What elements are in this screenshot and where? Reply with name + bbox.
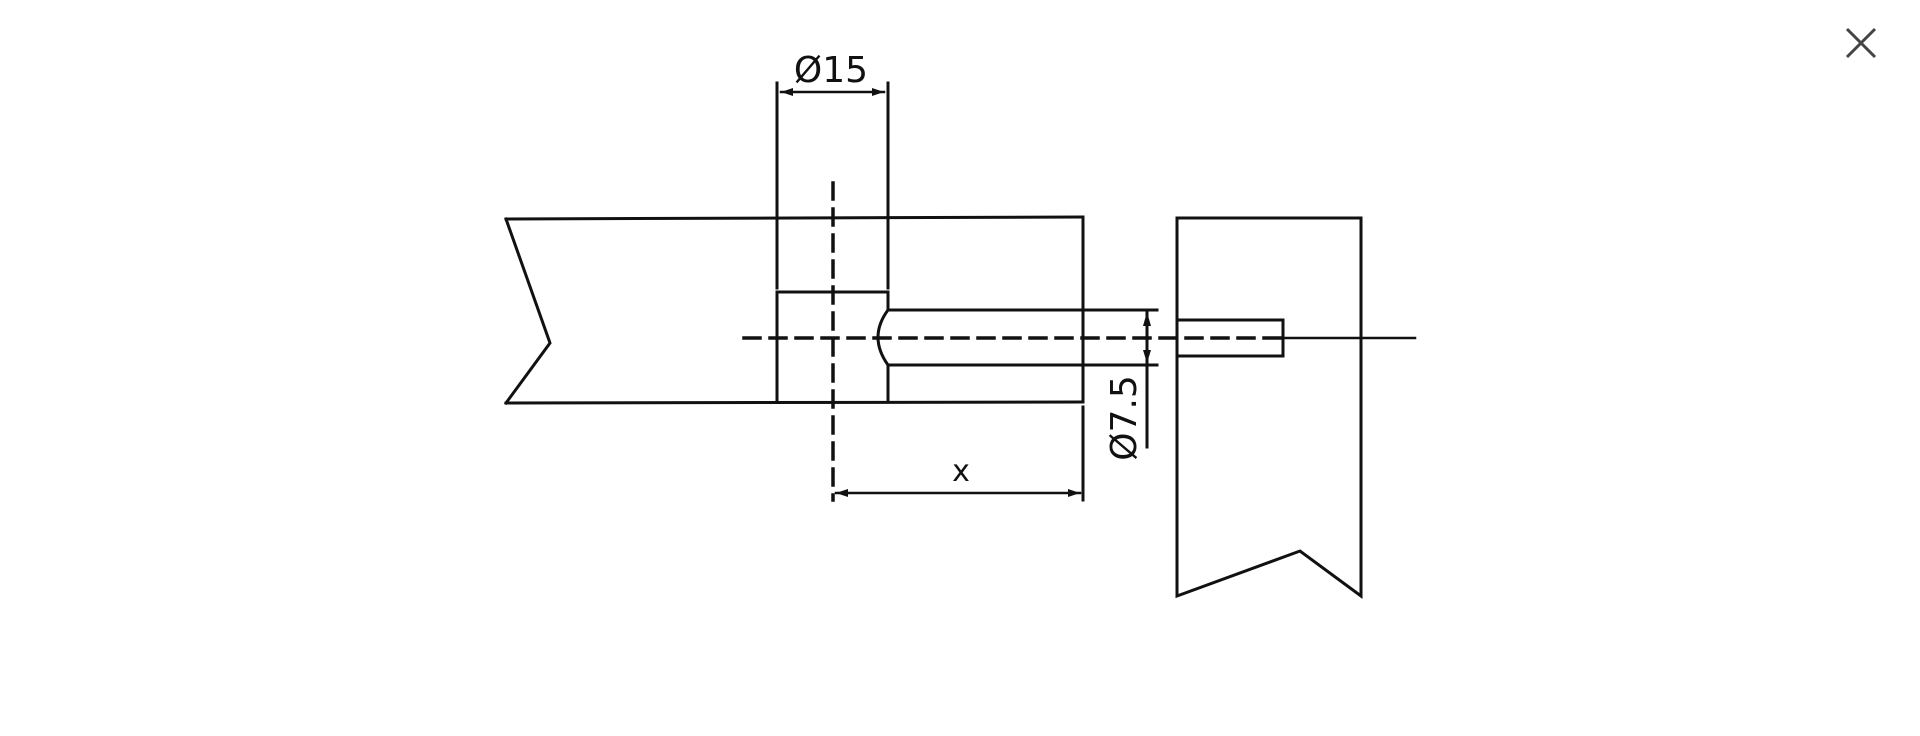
dimension-label-diameter-15: Ø15 <box>794 50 868 91</box>
center-lines <box>742 181 1417 502</box>
right-board <box>1175 216 1363 599</box>
dimension-distance-x <box>834 405 1085 502</box>
close-button[interactable] <box>1838 20 1884 66</box>
close-icon <box>1845 27 1877 59</box>
dimension-diameter-15 <box>775 81 890 290</box>
dimension-label-x: x <box>952 454 970 489</box>
dimension-diameter-7-5 <box>1143 311 1151 449</box>
dimension-label-diameter-7-5: Ø7.5 <box>1104 375 1145 461</box>
